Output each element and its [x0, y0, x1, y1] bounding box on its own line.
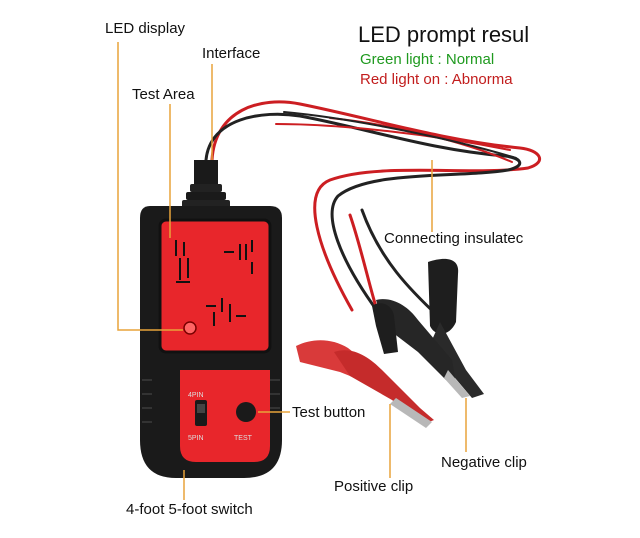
relay-tester: 4PIN 5PIN TEST [140, 206, 282, 478]
test-push-button[interactable] [236, 402, 256, 422]
legend-green: Green light : Normal [360, 51, 495, 68]
pin4-text: 4PIN [188, 392, 204, 399]
negative-clip-label: Negative clip [441, 454, 527, 471]
negative-clip-clip: Negative clip [441, 453, 535, 473]
leader-lines [117, 42, 467, 500]
positive-clip-label: Positive clip [334, 478, 414, 495]
led-indicator [183, 321, 197, 335]
switch-label: 4-foot 5-foot switch [126, 501, 253, 518]
legend-red: Red light on : Abnorma [360, 71, 513, 88]
connecting-label: Connecting insulatec [384, 230, 524, 247]
legend-clip: LED prompt resul Green light : Normal Re… [350, 18, 535, 90]
positive-clip-graphic [296, 303, 434, 428]
pin5-text: 5PIN [188, 435, 204, 442]
led-display-label: LED display [105, 20, 186, 37]
cable-bundle [204, 100, 542, 322]
connecting-clip: Connecting insulatec [384, 229, 535, 249]
negative-clip-graphic [376, 258, 484, 398]
test-area-label: Test Area [132, 86, 195, 103]
test-button-label: Test button [292, 404, 366, 421]
interface-label: Interface [202, 45, 261, 62]
test-text: TEST [234, 435, 253, 442]
strain-relief [182, 160, 230, 210]
legend-title: LED prompt resul [358, 22, 530, 47]
